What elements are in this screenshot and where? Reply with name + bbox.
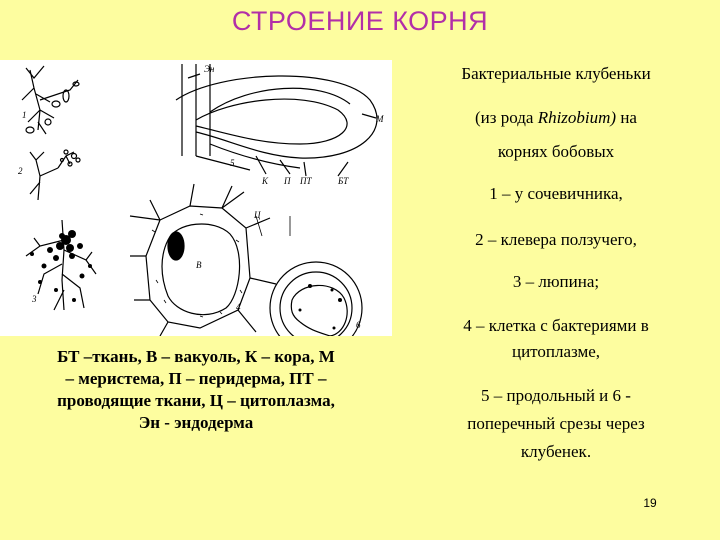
label-bt: БТ	[337, 176, 349, 186]
label-ts: Ц	[253, 210, 261, 220]
label-6: 6	[356, 320, 361, 330]
item-5b: поперечный срезы через	[400, 412, 712, 435]
cross-section	[270, 262, 362, 336]
label-pt: ПТ	[299, 176, 312, 186]
nodules-heading: Бактериальные клубеньки	[400, 62, 712, 85]
plant-root-1	[22, 66, 79, 134]
label-2: 2	[18, 166, 23, 176]
item-1: 1 – у сочевичника,	[400, 182, 712, 205]
page-number: 19	[630, 496, 670, 510]
plant-root-2	[30, 150, 80, 200]
item-2: 2 – клевера ползучего,	[400, 228, 712, 251]
figure-caption: БТ –ткань, В – вакуоль, К – кора, М – ме…	[6, 346, 386, 434]
caption-line: БТ –ткань, В – вакуоль, К – кора, М	[6, 346, 386, 368]
caption-line: Эн - эндодерма	[6, 412, 386, 434]
item-4b: цитоплазме,	[400, 340, 712, 363]
caption-line: – меристема, П – перидерма, ПТ –	[6, 368, 386, 390]
label-4: 4	[236, 302, 241, 312]
item-5c: клубенек.	[400, 440, 712, 463]
label-m: М	[375, 114, 384, 124]
root-nodule-figure: 1 2 3 4 5 6 Эн М К П ПТ БТ Ц В	[0, 60, 392, 336]
figure-drawing: 1 2 3 4 5 6 Эн М К П ПТ БТ Ц В	[0, 60, 392, 336]
genus-open: (из рода	[475, 108, 538, 127]
label-en: Эн	[204, 64, 215, 74]
label-3: 3	[31, 294, 37, 304]
item-3: 3 – люпина;	[400, 270, 712, 293]
longitudinal-section	[176, 64, 377, 176]
label-k: К	[261, 176, 269, 186]
label-p: П	[283, 176, 291, 186]
label-v: В	[196, 260, 202, 270]
genus-name: Rhizobium)	[538, 108, 616, 127]
item-5a: 5 – продольный и 6 -	[400, 384, 712, 407]
caption-line: проводящие ткани, Ц – цитоплазма,	[6, 390, 386, 412]
cell-with-bacteria	[130, 184, 276, 336]
label-1: 1	[22, 110, 27, 120]
genus-line: (из рода Rhizobium) на	[400, 106, 712, 129]
label-5: 5	[230, 158, 235, 168]
genus-tail: на	[616, 108, 637, 127]
genus-line-2: корнях бобовых	[400, 140, 712, 163]
slide-title: СТРОЕНИЕ КОРНЯ	[0, 6, 720, 37]
nucleus-shape	[168, 232, 184, 260]
item-4a: 4 – клетка с бактериями в	[400, 314, 712, 337]
